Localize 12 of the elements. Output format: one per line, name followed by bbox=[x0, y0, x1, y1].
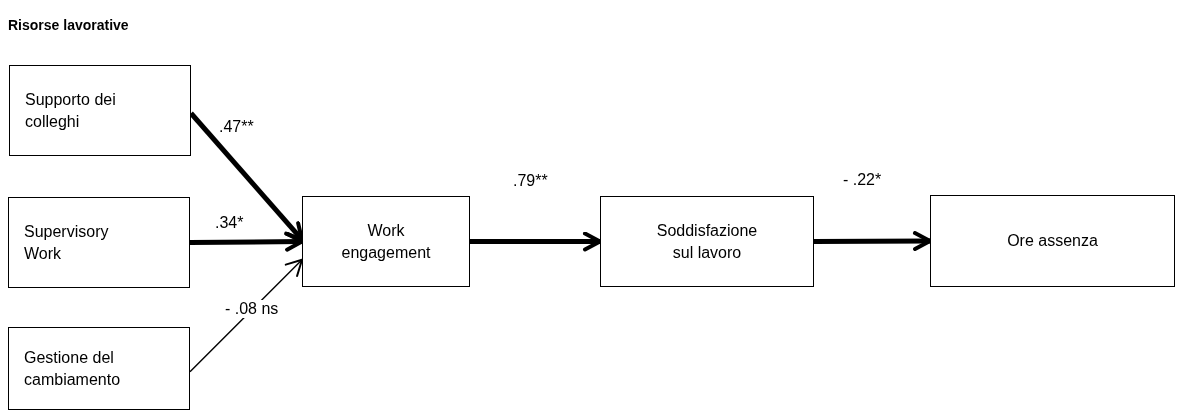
variable-box: Gestione del cambiamento bbox=[8, 327, 190, 410]
variable-box: Supervisory Work bbox=[8, 197, 190, 288]
variable-box: Work engagement bbox=[302, 196, 470, 287]
arrow bbox=[814, 231, 932, 252]
arrow bbox=[189, 231, 304, 252]
title: Risorse lavorative bbox=[8, 17, 129, 33]
variable-box: Supporto dei colleghi bbox=[9, 65, 191, 156]
edge-label: - .08 ns bbox=[224, 300, 280, 318]
variable-box: Soddisfazione sul lavoro bbox=[600, 196, 814, 287]
variable-box: Ore assenza bbox=[930, 195, 1175, 287]
arrow bbox=[470, 231, 602, 252]
arrow bbox=[189, 111, 304, 242]
